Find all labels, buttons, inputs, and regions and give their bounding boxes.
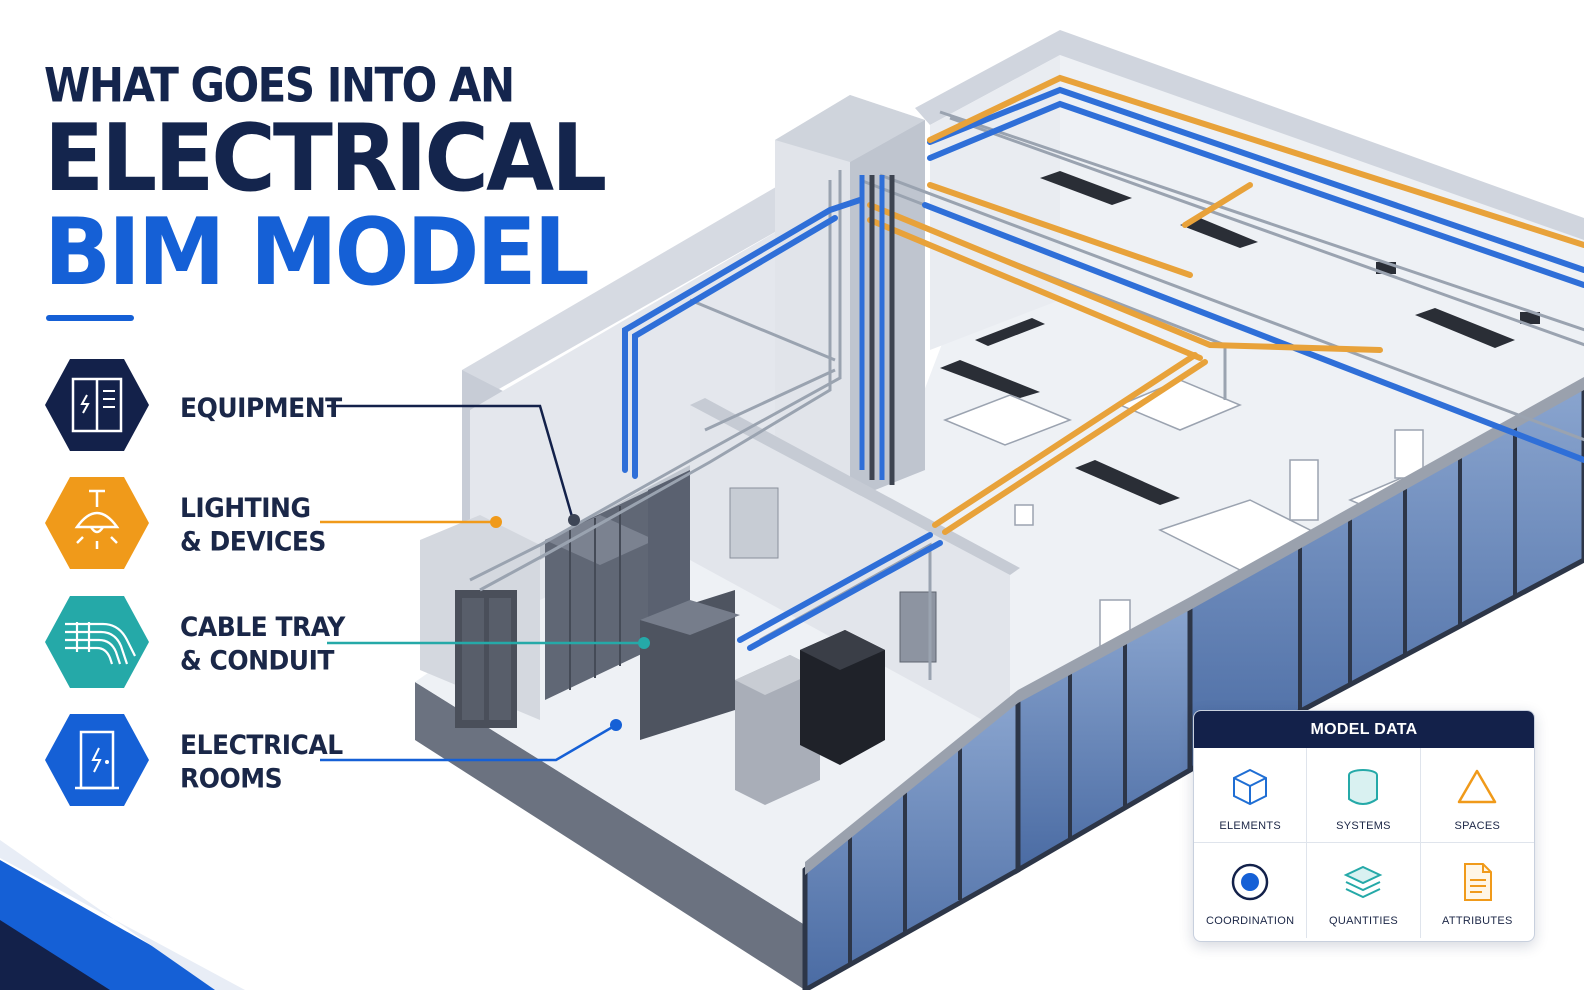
panel-item-spaces: SPACES	[1420, 748, 1534, 843]
callout-lines	[320, 404, 650, 762]
layers-icon	[1344, 865, 1383, 899]
panel-item-coordination: COORDINATION	[1194, 843, 1308, 938]
panel-grid: ELEMENTS SYSTEMS SPACES C	[1194, 748, 1534, 938]
orange-cable-trays	[867, 74, 1584, 535]
legend-item-cable-tray: CABLE TRAY & CONDUIT	[0, 594, 620, 694]
cable-tray-icon	[45, 596, 149, 688]
panel-item-label: SPACES	[1454, 820, 1501, 832]
panel-item-label: COORDINATION	[1205, 915, 1295, 927]
legend-label: EQUIPMENT	[180, 392, 342, 424]
panel-header: MODEL DATA	[1194, 711, 1534, 748]
title-line-1: WHAT GOES INTO AN	[44, 58, 515, 113]
panel-item-quantities: QUANTITIES	[1307, 843, 1421, 938]
panel-item-systems: SYSTEMS	[1307, 748, 1421, 843]
panel-item-attributes: ATTRIBUTES	[1421, 843, 1534, 938]
legend-label: ELECTRICAL ROOMS	[180, 729, 343, 794]
panel-item-label: ATTRIBUTES	[1442, 915, 1513, 927]
legend-label: LIGHTING & DEVICES	[180, 492, 326, 557]
title-underline	[46, 315, 134, 321]
legend-label: CABLE TRAY & CONDUIT	[180, 611, 345, 676]
legend-item-lighting: LIGHTING & DEVICES	[0, 475, 620, 575]
cylinder-icon	[1348, 769, 1379, 805]
ceiling-lamp-icon	[45, 477, 149, 569]
model-data-panel: MODEL DATA ELEMENTS SYSTEMS	[1193, 710, 1535, 942]
corner-stripes	[0, 840, 245, 990]
document-icon	[1464, 863, 1493, 901]
target-icon	[1231, 863, 1269, 901]
title-line-2: ELECTRICAL	[44, 104, 607, 213]
legend-item-equipment: EQUIPMENT	[0, 357, 620, 457]
electrical-panel-icon	[45, 359, 149, 451]
title-line-3: BIM MODEL	[44, 198, 590, 307]
panel-item-label: SYSTEMS	[1336, 820, 1391, 832]
legend-item-electrical-rooms: ELECTRICAL ROOMS	[0, 712, 620, 812]
panel-item-label: ELEMENTS	[1219, 820, 1282, 832]
electrical-door-icon	[45, 714, 149, 806]
cube-icon	[1233, 768, 1268, 806]
panel-item-label: QUANTITIES	[1328, 915, 1398, 927]
panel-item-elements: ELEMENTS	[1194, 748, 1308, 843]
blue-cable-trays	[622, 86, 1584, 651]
triangle-icon	[1458, 769, 1497, 804]
riser	[859, 175, 895, 485]
light-fixtures	[940, 171, 1540, 505]
